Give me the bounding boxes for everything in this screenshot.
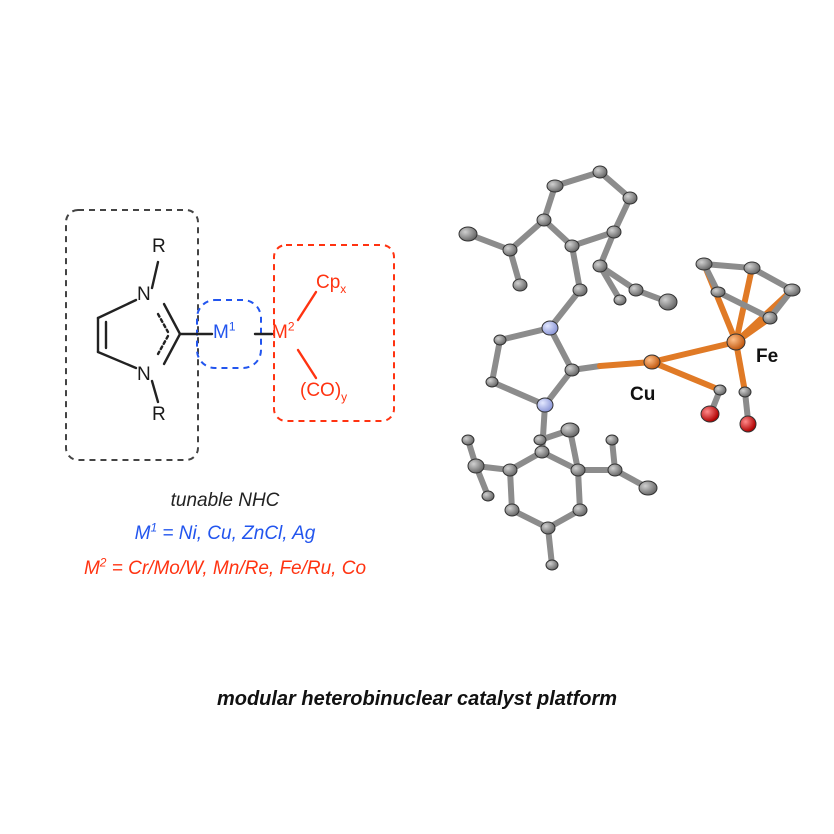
oxygen-atoms: [700, 405, 757, 433]
m2-label: M2: [272, 319, 295, 343]
caption-m1-options: M1 = Ni, Cu, ZnCl, Ag: [134, 520, 316, 544]
nitrogen-bottom: N: [137, 364, 151, 385]
nitrogen-atoms: [536, 320, 559, 413]
m1-label: M1: [213, 319, 236, 343]
carbon-atoms: [458, 165, 801, 571]
iron-atom: [726, 333, 746, 351]
r-substituent-bottom: R: [152, 404, 166, 425]
r-substituent-top: R: [152, 236, 166, 257]
copper-label: Cu: [630, 384, 656, 405]
m2-box: [273, 244, 395, 422]
metal-atoms: [643, 333, 746, 370]
copper-atom: [643, 354, 661, 370]
caption-tunable-nhc: tunable NHC: [170, 490, 280, 511]
caption-m2-options: M2 = Cr/Mo/W, Mn/Re, Fe/Ru, Co: [83, 555, 367, 579]
carbonyl-ligand-label: (CO)y: [300, 380, 348, 404]
nitrogen-top: N: [137, 284, 151, 305]
imidazole-ring: [96, 260, 318, 404]
figure-caption: modular heterobinuclear catalyst platfor…: [216, 688, 618, 710]
iron-label: Fe: [756, 346, 779, 367]
cp-ligand-label: Cpx: [316, 272, 347, 296]
